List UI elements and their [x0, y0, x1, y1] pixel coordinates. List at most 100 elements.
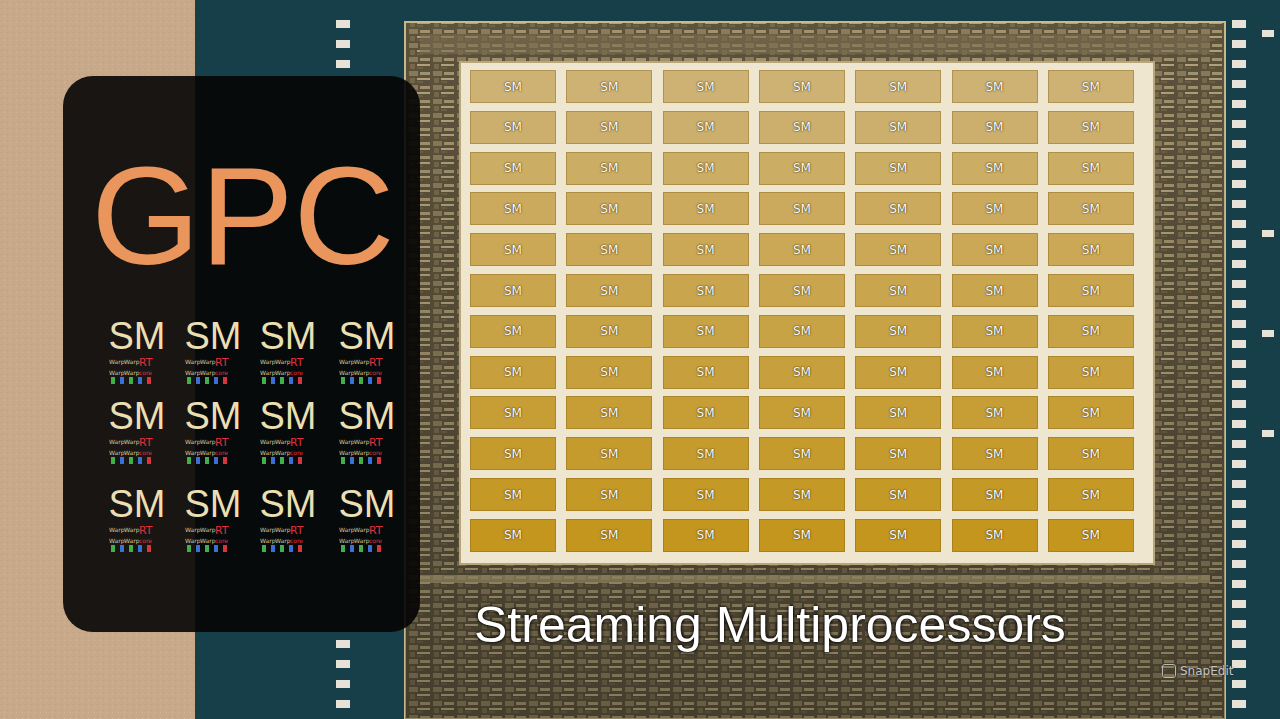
sm-label: SM: [697, 243, 715, 257]
mini-sm-units: WarpWarpRTWarpWarpcore: [109, 358, 165, 376]
warp-label: Warp: [200, 438, 215, 448]
mini-sm-label: SM: [333, 396, 401, 436]
sm-label: SM: [986, 447, 1004, 461]
mini-sm-label: SM: [179, 316, 247, 356]
warp-label: Warp: [339, 537, 354, 544]
sm-block: SM: [952, 478, 1038, 511]
unit-bar: [271, 457, 275, 464]
sm-block: SM: [952, 233, 1038, 266]
unit-bar: [223, 545, 227, 552]
sm-label: SM: [889, 202, 907, 216]
rt-core-label: core: [290, 449, 314, 456]
warp-label: Warp: [109, 369, 124, 376]
warp-label: Warp: [109, 358, 124, 368]
sm-label: SM: [504, 488, 522, 502]
warp-label: Warp: [275, 537, 290, 544]
mini-sm-label: SM: [103, 316, 171, 356]
sm-label: SM: [793, 161, 811, 175]
mini-sm-units: WarpWarpRTWarpWarpcore: [109, 438, 165, 456]
sm-block: SM: [566, 356, 652, 389]
mini-sm: SMWarpWarpRTWarpWarpcore: [333, 396, 401, 465]
warp-label: Warp: [339, 449, 354, 456]
sm-label: SM: [1082, 202, 1100, 216]
gpc-panel: GPCSMWarpWarpRTWarpWarpcoreSMWarpWarpRTW…: [63, 76, 420, 632]
sm-label: SM: [504, 406, 522, 420]
mini-sm: SMWarpWarpRTWarpWarpcore: [254, 484, 322, 553]
sm-label: SM: [793, 528, 811, 542]
unit-bar: [138, 377, 142, 384]
unit-bars: [260, 457, 316, 465]
sm-label: SM: [793, 406, 811, 420]
rt-core-label: RT: [369, 526, 393, 536]
mini-sm-units: WarpWarpRTWarpWarpcore: [339, 526, 395, 544]
warp-label: Warp: [109, 537, 124, 544]
sm-block: SM: [663, 111, 749, 144]
sm-label: SM: [889, 324, 907, 338]
unit-bar: [205, 377, 209, 384]
mini-sm-label: SM: [179, 396, 247, 436]
warp-label: Warp: [354, 526, 369, 536]
sm-label: SM: [600, 365, 618, 379]
gpc-title: GPC: [91, 146, 394, 286]
sm-label: SM: [986, 488, 1004, 502]
sm-block: SM: [1048, 315, 1134, 348]
sm-label: SM: [986, 365, 1004, 379]
unit-bar: [289, 457, 293, 464]
unit-bar: [298, 377, 302, 384]
sm-label: SM: [1082, 80, 1100, 94]
unit-bar: [187, 545, 191, 552]
sm-block: SM: [759, 152, 845, 185]
sm-block: SM: [470, 519, 556, 552]
sm-block: SM: [1048, 152, 1134, 185]
sm-block: SM: [759, 315, 845, 348]
sm-label: SM: [697, 528, 715, 542]
unit-bars: [109, 377, 165, 385]
unit-bar: [223, 457, 227, 464]
unit-bar: [196, 545, 200, 552]
mini-sm: SMWarpWarpRTWarpWarpcore: [103, 484, 171, 553]
unit-bar: [341, 457, 345, 464]
warp-label: Warp: [260, 449, 275, 456]
sm-block: SM: [759, 356, 845, 389]
sm-block: SM: [663, 396, 749, 429]
sm-block: SM: [855, 233, 941, 266]
sm-label: SM: [697, 202, 715, 216]
sm-block: SM: [663, 356, 749, 389]
rt-core-label: RT: [215, 358, 239, 368]
warp-label: Warp: [200, 526, 215, 536]
sm-label: SM: [986, 406, 1004, 420]
sm-block: SM: [1048, 274, 1134, 307]
sm-block: SM: [855, 315, 941, 348]
gpc-title-wrap: GPC: [83, 146, 403, 286]
rt-core-label: core: [215, 369, 239, 376]
rt-core-label: core: [139, 537, 163, 544]
sm-block: SM: [855, 437, 941, 470]
mini-sm-units: WarpWarpRTWarpWarpcore: [185, 438, 241, 456]
sm-label: SM: [697, 284, 715, 298]
sm-block: SM: [663, 437, 749, 470]
rt-core-label: core: [139, 449, 163, 456]
sm-label: SM: [889, 528, 907, 542]
warp-label: Warp: [339, 369, 354, 376]
sm-label: SM: [697, 324, 715, 338]
sm-label: SM: [504, 365, 522, 379]
unit-bars: [109, 457, 165, 465]
watermark-text: SnapEdit: [1180, 664, 1233, 678]
unit-bar: [350, 545, 354, 552]
sm-label: SM: [697, 120, 715, 134]
warp-label: Warp: [200, 449, 215, 456]
sm-block: SM: [470, 70, 556, 103]
unit-bar: [262, 545, 266, 552]
sm-label: SM: [889, 161, 907, 175]
unit-bar: [129, 545, 133, 552]
sm-label: SM: [600, 284, 618, 298]
rt-core-label: RT: [215, 526, 239, 536]
rt-core-label: RT: [139, 358, 163, 368]
mini-sm-label: SM: [333, 484, 401, 524]
sm-block: SM: [1048, 111, 1134, 144]
sm-label: SM: [793, 80, 811, 94]
sm-block: SM: [566, 274, 652, 307]
sm-label: SM: [504, 324, 522, 338]
rt-core-label: core: [369, 537, 393, 544]
mini-sm-units: WarpWarpRTWarpWarpcore: [185, 358, 241, 376]
